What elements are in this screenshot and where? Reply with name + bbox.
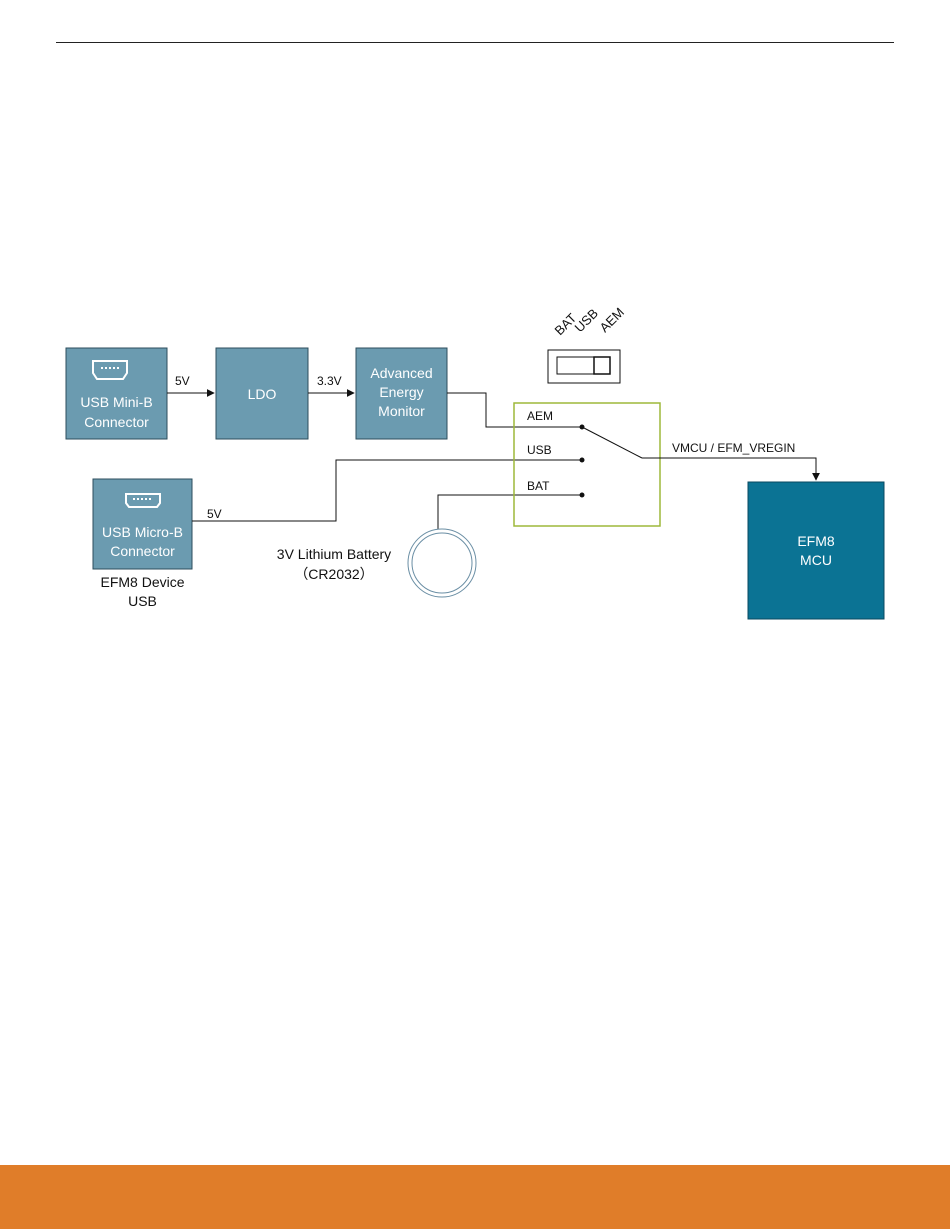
wire-label-5v-mini: 5V: [175, 374, 190, 388]
usb-mini-b-block: USB Mini-B Connector: [66, 348, 167, 439]
aem-label-line3: Monitor: [378, 403, 425, 419]
switch-dot-bat: [580, 493, 585, 498]
switch-position-aem: AEM: [597, 305, 628, 336]
footer-bar: [0, 1165, 950, 1229]
switch-lever: [584, 428, 642, 458]
wire-battery-to-switch: [438, 495, 582, 529]
slide-switch-icon: [548, 350, 620, 383]
efm8-mcu-block: EFM8 MCU: [748, 482, 884, 619]
wire-label-3v3: 3.3V: [317, 374, 342, 388]
switch-dot-aem: [580, 425, 585, 430]
usb-micro-b-label: USB Micro-B: [102, 524, 183, 540]
battery-caption: 3V Lithium Battery: [277, 546, 391, 562]
switch-contact-bat: BAT: [527, 479, 550, 493]
efm8-device-usb-caption: EFM8 Device: [100, 574, 184, 590]
aem-label-line2: Energy: [379, 384, 423, 400]
wire-label-5v-micro: 5V: [207, 507, 222, 521]
wire-to-mcu: [642, 458, 816, 480]
usb-micro-b-block: USB Micro-B Connector: [93, 479, 192, 569]
wire-label-vmcu: VMCU / EFM_VREGIN: [672, 441, 795, 455]
switch-dot-usb: [580, 458, 585, 463]
ldo-label: LDO: [248, 386, 277, 402]
mcu-label-line2: MCU: [800, 552, 832, 568]
ldo-block: LDO: [216, 348, 308, 439]
efm8-device-usb-caption-line2: USB: [128, 593, 157, 609]
switch-contact-aem: AEM: [527, 409, 553, 423]
wire-usb-to-switch: [192, 460, 582, 521]
mcu-label-line1: EFM8: [797, 533, 835, 549]
usb-mini-b-sublabel: Connector: [84, 414, 149, 430]
battery-caption-model: （CR2032）: [294, 566, 373, 582]
aem-block: Advanced Energy Monitor: [356, 348, 447, 439]
switch-contact-usb: USB: [527, 443, 552, 457]
usb-micro-b-sublabel: Connector: [110, 543, 175, 559]
coin-cell-battery-icon: [408, 529, 476, 597]
aem-label-line1: Advanced: [370, 365, 432, 381]
usb-mini-b-label: USB Mini-B: [80, 394, 152, 410]
switch-position-usb: USB: [572, 306, 602, 336]
